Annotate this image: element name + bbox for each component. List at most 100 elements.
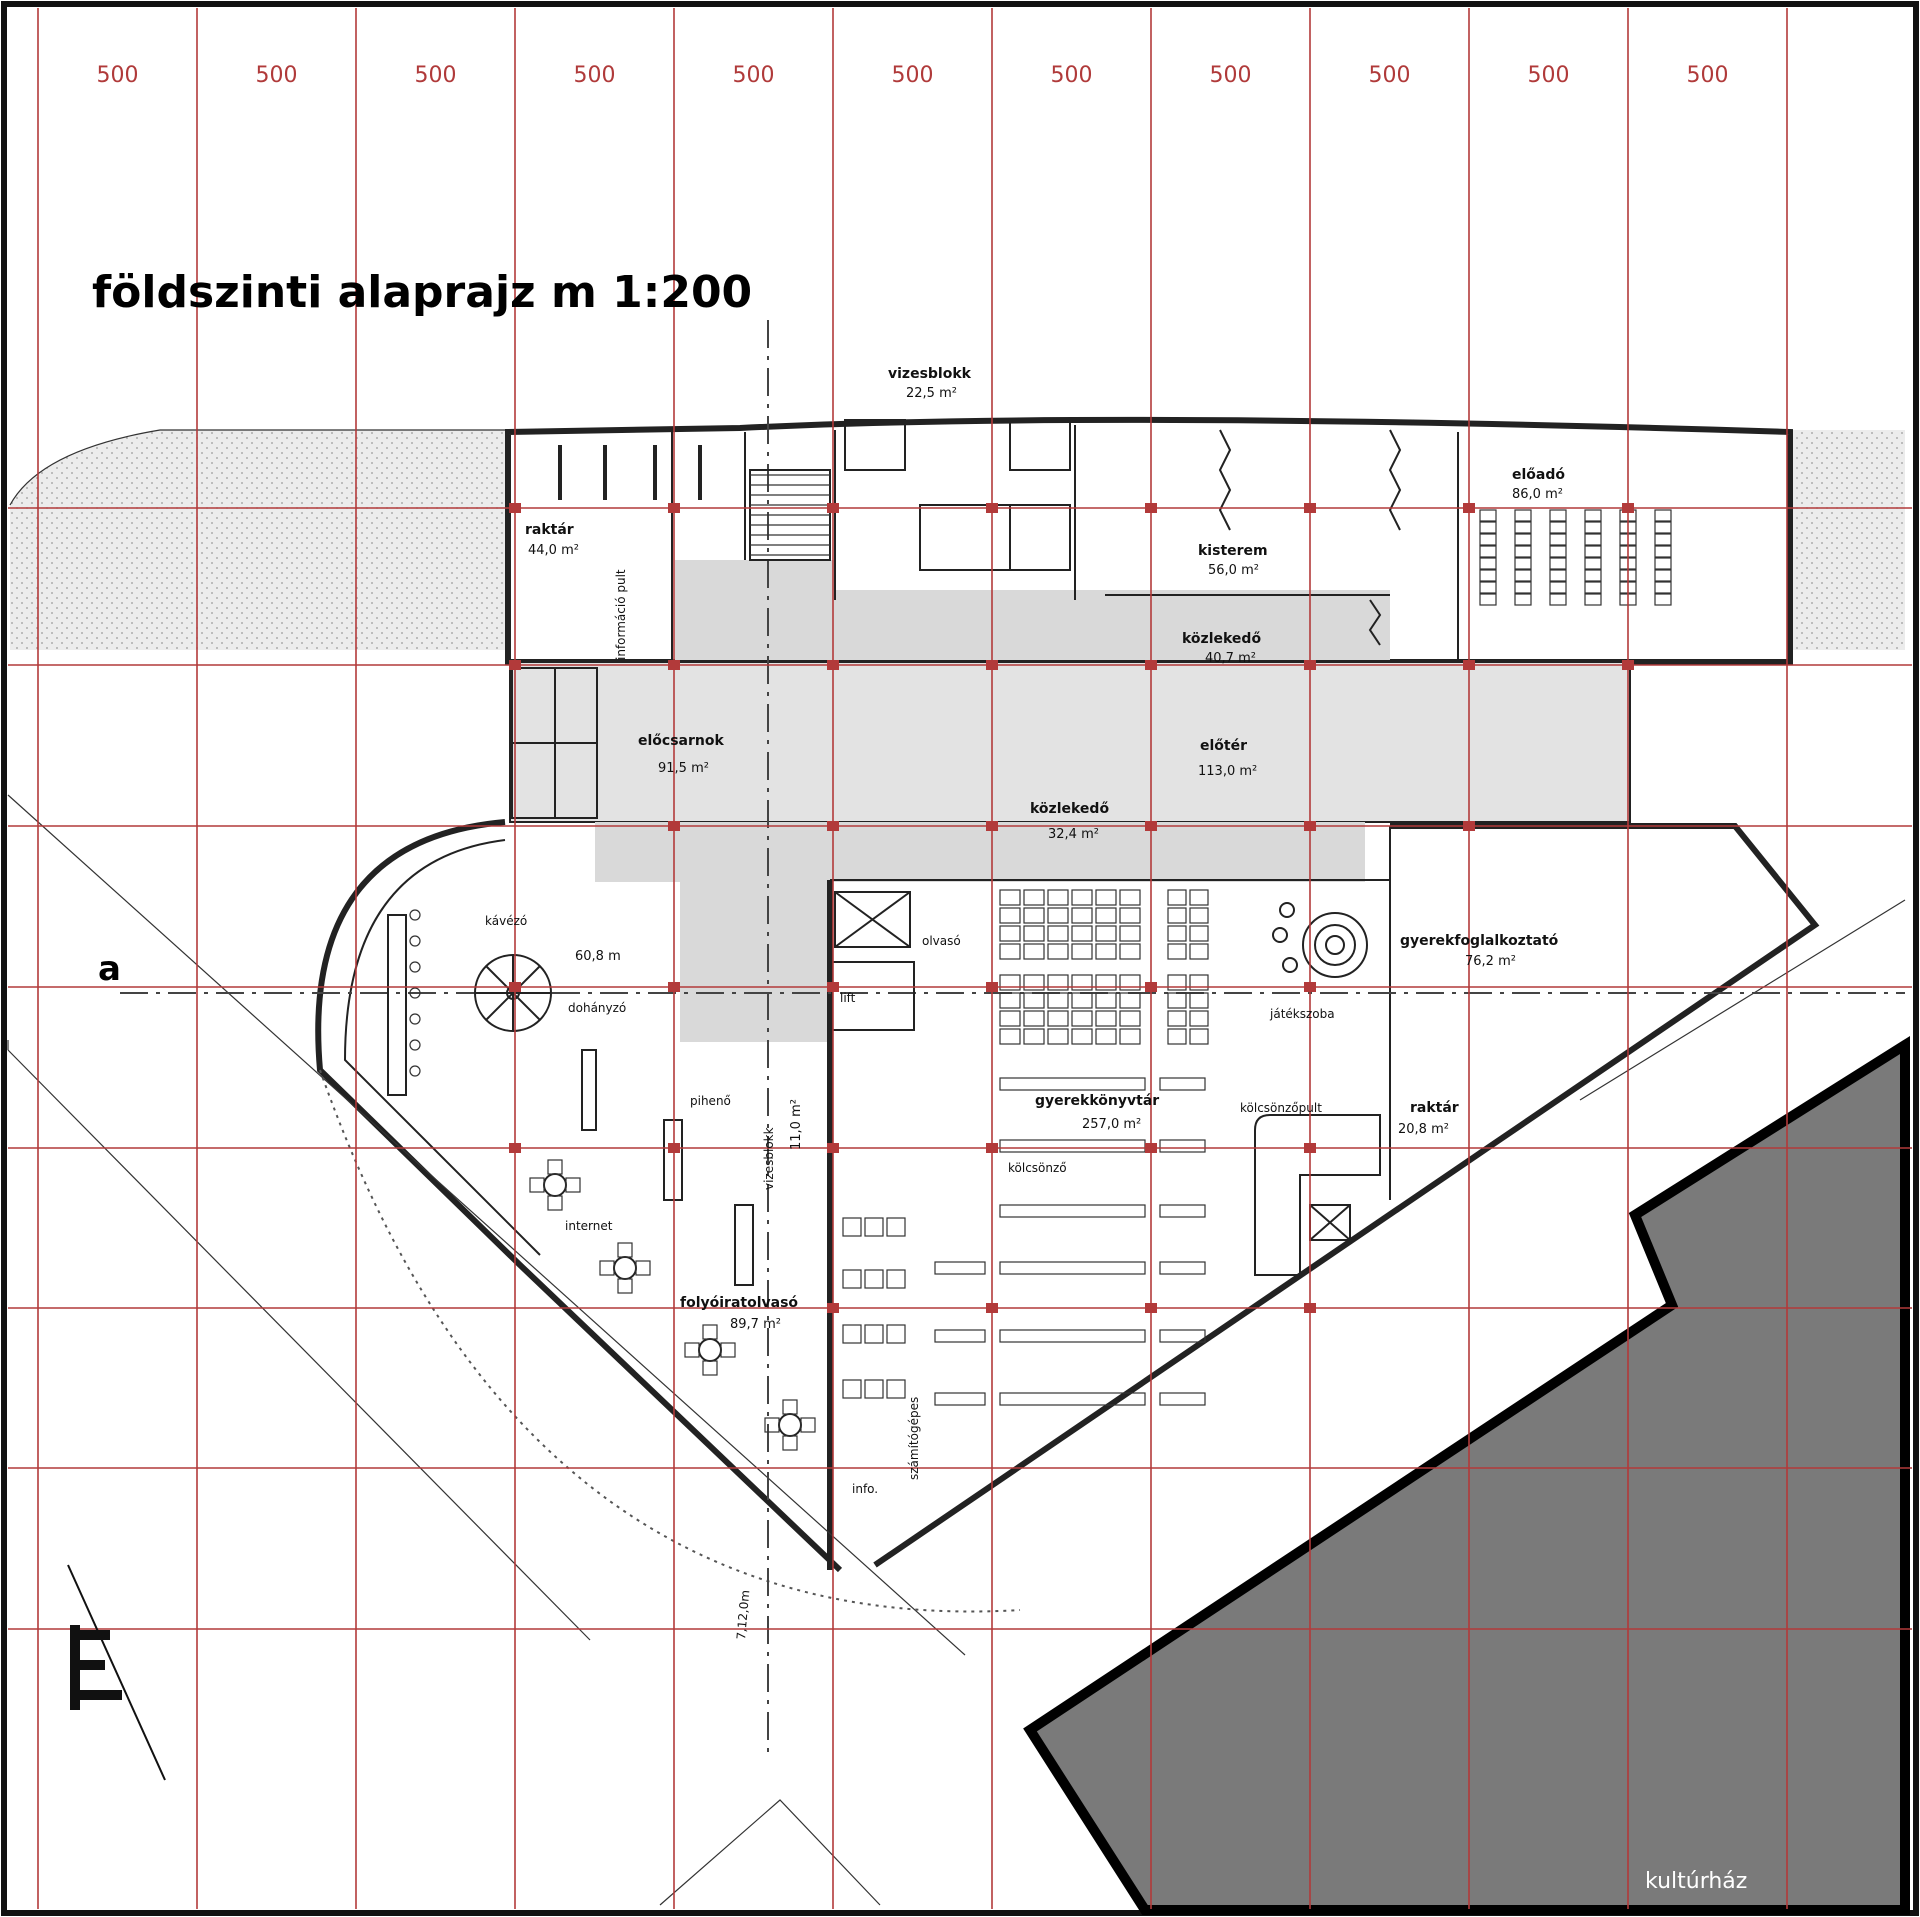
column-marker <box>509 503 521 513</box>
column-marker <box>986 821 998 831</box>
room-label-kozlekedo-top: közlekedő <box>1182 631 1261 647</box>
column-marker <box>827 1303 839 1313</box>
folding-partition-1 <box>1218 429 1232 531</box>
column-marker <box>827 660 839 670</box>
grid-dimension-label: 500 <box>574 63 616 88</box>
room-label-kolcsonzo-pult: kölcsönzőpult <box>1240 1101 1322 1115</box>
room-area-vizesblokk-top: 22,5 m² <box>906 386 957 401</box>
middle-band <box>509 661 1631 823</box>
column-marker <box>827 1143 839 1153</box>
room-label-lift: lift <box>840 991 856 1005</box>
section-axis-label: a <box>98 949 121 989</box>
grid-horizontal-lines <box>8 507 1912 1630</box>
folding-partition-2 <box>1388 429 1402 531</box>
room-label-olvaso: olvasó <box>922 934 961 948</box>
room-label-internet: internet <box>565 1219 613 1233</box>
plan-title: földszinti alaprajz m 1:200 <box>92 267 752 318</box>
column-marker <box>509 1143 521 1153</box>
column-marker <box>1304 660 1316 670</box>
room-label-raktar-top: raktár <box>525 522 574 538</box>
room-label-folyoiratolvaso: folyóiratolvasó <box>680 1295 798 1311</box>
library-shelves <box>934 1077 1206 1406</box>
grid-dimension-label: 500 <box>1369 63 1411 88</box>
column-marker <box>827 503 839 513</box>
room-label-folyoso: előtér <box>1200 738 1247 754</box>
column-marker <box>1145 1303 1157 1313</box>
column-marker <box>1145 503 1157 513</box>
toilet-cubicles-top <box>844 419 1071 571</box>
column-marker <box>1304 503 1316 513</box>
room-area-vizesblokk-mid: 11,0 m² <box>789 1099 804 1150</box>
column-marker <box>1304 982 1316 992</box>
room-label-eloado: előadó <box>1512 467 1565 483</box>
column-marker <box>986 1143 998 1153</box>
grid-dimension-label: 500 <box>1210 63 1252 88</box>
column-marker <box>1622 503 1634 513</box>
exterior-ground-curve <box>9 429 510 506</box>
grid-dimension-label: 500 <box>733 63 775 88</box>
column-marker <box>1304 821 1316 831</box>
column-marker <box>827 821 839 831</box>
column-marker <box>1304 1303 1316 1313</box>
room-area-raktar-top: 44,0 m² <box>528 543 579 558</box>
watermark: kultúrház <box>1645 1869 1747 1894</box>
column-marker <box>1145 821 1157 831</box>
room-label-kavezo: kávézó <box>485 914 527 928</box>
room-label-kozlekedo-mid: közlekedő <box>1030 801 1109 817</box>
arrow-dimension-label: 7,12,0m <box>734 1589 752 1640</box>
room-area-eloado: 86,0 m² <box>1512 487 1563 502</box>
column-marker <box>986 660 998 670</box>
column-marker <box>1463 660 1475 670</box>
room-area-kavezo: 60,8 m <box>575 949 621 964</box>
grid-dimension-label: 500 <box>1687 63 1729 88</box>
sofa-1 <box>663 1119 683 1201</box>
room-area-raktar-right: 20,8 m² <box>1398 1122 1449 1137</box>
grid-dimension-label: 500 <box>892 63 934 88</box>
column-marker <box>1463 821 1475 831</box>
room-label-szamitogepes: számítógépes <box>907 1397 921 1480</box>
grid-vertical-lines <box>37 8 1788 1909</box>
grid-column-markers <box>509 503 1634 1313</box>
column-marker <box>1463 503 1475 513</box>
cafe-round-table <box>474 954 552 1032</box>
column-marker <box>827 982 839 992</box>
column-marker <box>1304 1143 1316 1153</box>
room-label-kolcsonzo: kölcsönző <box>1008 1161 1067 1175</box>
column-marker <box>668 821 680 831</box>
column-marker <box>668 1143 680 1153</box>
column-marker <box>668 660 680 670</box>
computer-desks <box>842 1217 906 1399</box>
column-marker <box>986 982 998 992</box>
column-marker <box>1145 660 1157 670</box>
room-label-raktar-right: raktár <box>1410 1100 1459 1116</box>
neighbor-building <box>1023 1035 1910 1915</box>
stair-top <box>749 469 831 561</box>
column-marker <box>986 1303 998 1313</box>
room-area-gyerekkonyvtar: 257,0 m² <box>1082 1117 1141 1132</box>
room-label-gyerekfoglalkoztato: gyerekfoglalkoztató <box>1400 933 1559 949</box>
folding-partition-3 <box>1368 599 1382 646</box>
room-label-eloter: előcsarnok <box>638 733 724 749</box>
column-marker <box>668 982 680 992</box>
column-marker <box>668 503 680 513</box>
library-tables <box>999 889 1209 1045</box>
left-wing-inner <box>343 839 541 1256</box>
column-marker <box>509 982 521 992</box>
play-spiral <box>1272 902 1368 978</box>
grid-dimension-label: 500 <box>415 63 457 88</box>
internet-tables <box>529 1159 816 1451</box>
room-area-eloter: 91,5 m² <box>658 761 709 776</box>
column-marker <box>1622 660 1634 670</box>
auditorium-chairs <box>1479 509 1672 606</box>
room-label-piheno: pihenő <box>690 1094 731 1108</box>
room-label-informacio: információ pult <box>614 569 628 660</box>
room-label-info: info. <box>852 1482 878 1496</box>
column-marker <box>1145 1143 1157 1153</box>
room-area-kozlekedo-mid: 32,4 m² <box>1048 827 1099 842</box>
column-marker <box>986 503 998 513</box>
sofa-2 <box>734 1204 754 1286</box>
room-label-kisterem: kisterem <box>1198 543 1268 559</box>
room-label-gyerekkonyvtar: gyerekkönyvtár <box>1035 1093 1159 1109</box>
